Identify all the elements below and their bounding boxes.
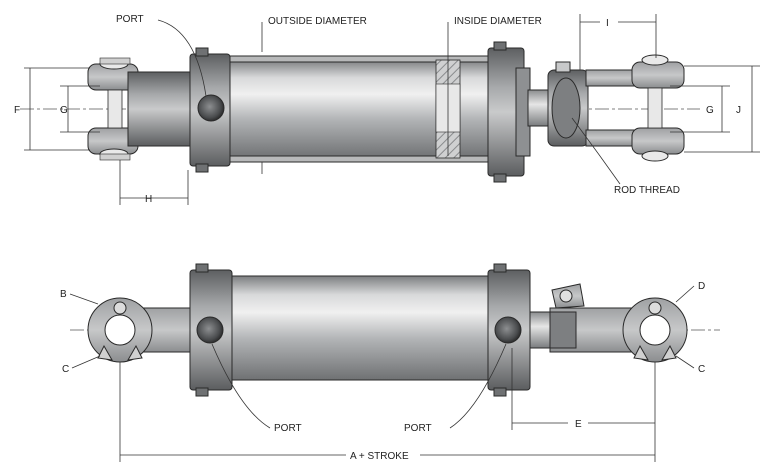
dim-i: I xyxy=(579,14,657,70)
bottom-view: B C D C PORT PORT E xyxy=(60,263,720,462)
port-leaders-bottom: PORT PORT xyxy=(211,343,507,434)
label-c-right: C xyxy=(698,364,705,375)
label-port-top: PORT xyxy=(116,14,144,25)
bottom-left-eye xyxy=(87,297,201,363)
port-leader-top: PORT xyxy=(116,14,207,97)
dim-gj-right: G J xyxy=(670,65,760,153)
label-rod-thread: ROD THREAD xyxy=(614,185,680,196)
top-rod-cap xyxy=(487,41,531,183)
label-inside-diameter: INSIDE DIAMETER xyxy=(454,16,542,27)
dim-a-stroke: A + STROKE xyxy=(119,362,656,462)
bottom-port-right xyxy=(494,316,522,344)
bottom-port-left xyxy=(196,316,224,344)
label-i: I xyxy=(606,18,609,29)
label-port-bottom-right: PORT xyxy=(404,423,432,434)
label-d: D xyxy=(698,281,705,292)
label-c-left: C xyxy=(62,364,69,375)
labels-bc-left: B C xyxy=(60,289,101,375)
dim-e: E xyxy=(511,348,656,430)
top-left-clevis xyxy=(87,57,193,161)
label-outside-diameter: OUTSIDE DIAMETER xyxy=(268,16,367,27)
top-butt-cap xyxy=(189,47,231,173)
bottom-right-eye xyxy=(549,283,688,363)
dim-outside-diameter: OUTSIDE DIAMETER xyxy=(261,16,367,174)
label-g-left: G xyxy=(60,105,68,116)
top-view: F G H G J xyxy=(14,14,760,205)
label-g-right: G xyxy=(706,105,714,116)
top-barrel xyxy=(229,55,493,163)
labels-dc-right: D C xyxy=(675,281,705,375)
bottom-barrel xyxy=(231,275,491,381)
label-j: J xyxy=(736,105,741,116)
label-b: B xyxy=(60,289,67,300)
bottom-rod-cap xyxy=(487,263,531,397)
dim-h: H xyxy=(119,160,189,205)
label-f: F xyxy=(14,105,20,116)
rod-thread-leader: ROD THREAD xyxy=(571,117,680,196)
top-right-clevis xyxy=(547,54,685,162)
top-port xyxy=(197,94,225,122)
label-e: E xyxy=(575,419,582,430)
label-h: H xyxy=(145,194,152,205)
dim-f-left: F G xyxy=(14,67,100,151)
bottom-butt-cap xyxy=(189,263,233,397)
label-port-bottom-left: PORT xyxy=(274,423,302,434)
label-a-stroke: A + STROKE xyxy=(350,451,409,462)
dim-inside-diameter: INSIDE DIAMETER xyxy=(447,16,542,156)
